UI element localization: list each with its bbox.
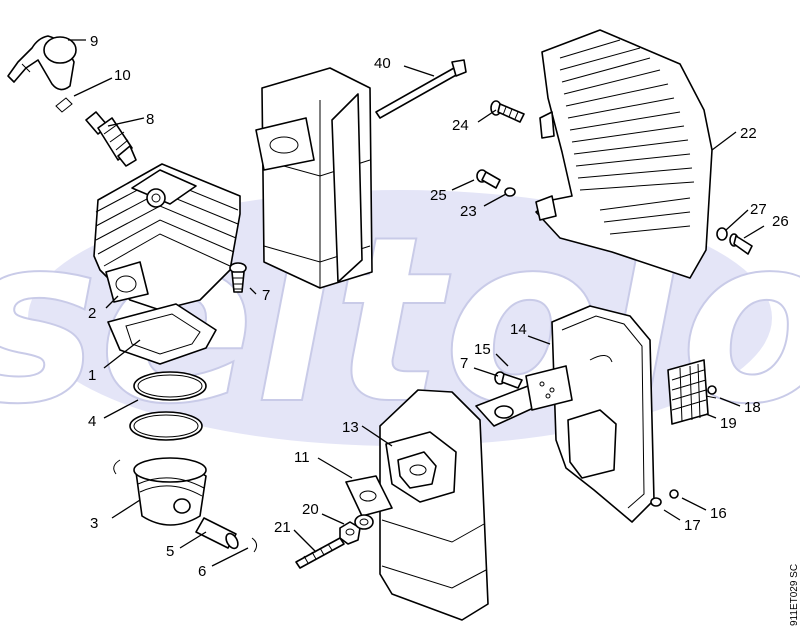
callout-25: 25 — [430, 187, 447, 204]
part-muffler-box — [551, 305, 655, 523]
callout-5: 5 — [166, 543, 174, 560]
part-muffler — [379, 389, 489, 621]
part-shroud — [535, 29, 713, 279]
callout-14: 14 — [510, 321, 527, 338]
callout-6: 6 — [198, 563, 206, 580]
callout-24: 24 — [452, 117, 469, 134]
callout-7-lower: 7 — [460, 355, 468, 372]
part-cylinder-gasket — [107, 303, 217, 365]
part-screw-25 — [476, 169, 501, 189]
part-nut-16 — [669, 489, 679, 499]
part-long-bolt — [375, 59, 467, 119]
callout-22: 22 — [740, 125, 757, 142]
part-nut-20 — [339, 514, 374, 545]
part-screw-lower — [494, 371, 523, 389]
callout-labels: 9 10 8 40 24 22 25 23 27 26 7 2 1 4 3 5 … — [88, 33, 789, 580]
part-stud-bolt — [295, 537, 345, 569]
part-muffler-cover — [255, 67, 373, 289]
part-cylinder — [93, 163, 241, 311]
callout-27: 27 — [750, 201, 767, 218]
part-screw-18 — [705, 385, 717, 399]
part-spark-plug-boot — [7, 35, 77, 91]
callout-17: 17 — [684, 517, 701, 534]
part-circlip-lower — [251, 537, 258, 553]
callout-9: 9 — [90, 33, 98, 50]
callout-20: 20 — [302, 501, 319, 518]
part-spring-clip — [55, 97, 73, 113]
part-circlip-upper — [113, 459, 121, 475]
callout-15: 15 — [474, 341, 491, 358]
callout-2: 2 — [88, 305, 96, 322]
callout-3: 3 — [90, 515, 98, 532]
callout-23: 23 — [460, 203, 477, 220]
drawing-code: 911ET029 SC — [789, 564, 800, 626]
part-screw-upper — [229, 262, 247, 293]
callout-10: 10 — [114, 67, 131, 84]
callout-16: 16 — [710, 505, 727, 522]
part-screw-26 — [729, 233, 753, 255]
part-screen — [667, 359, 709, 425]
part-spark-plug — [85, 111, 137, 167]
callout-40: 40 — [374, 55, 391, 72]
callout-8: 8 — [146, 111, 154, 128]
callout-13: 13 — [342, 419, 359, 436]
callout-19: 19 — [720, 415, 737, 432]
callout-1: 1 — [88, 367, 96, 384]
part-screw-24 — [490, 100, 525, 123]
part-piston — [133, 457, 207, 526]
part-washer-27 — [716, 227, 728, 241]
callout-26: 26 — [772, 213, 789, 230]
callout-11: 11 — [294, 449, 310, 466]
callout-7-upper: 7 — [262, 287, 270, 304]
leader-lines — [68, 39, 765, 567]
callout-4: 4 — [88, 413, 96, 430]
part-piston-pin — [195, 517, 239, 550]
callout-18: 18 — [744, 399, 761, 416]
part-flange — [475, 365, 573, 427]
part-piston-rings — [129, 371, 207, 441]
part-washer-17 — [650, 497, 662, 507]
callout-21: 21 — [274, 519, 291, 536]
part-muffler-gasket — [345, 475, 393, 517]
part-washer-23 — [504, 187, 516, 197]
